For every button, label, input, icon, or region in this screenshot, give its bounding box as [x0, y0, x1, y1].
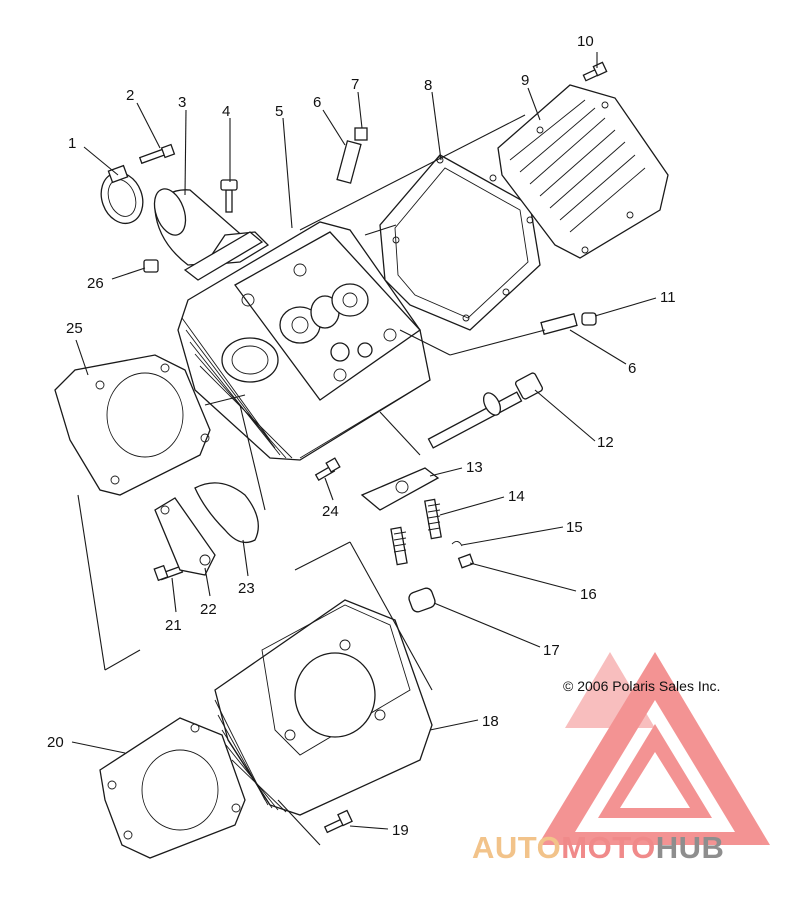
leader-lines: [71, 52, 657, 846]
callout-10: 10: [577, 33, 594, 50]
hose-clamp: [100, 164, 144, 225]
callout-9: 9: [521, 72, 529, 89]
nut-7: [354, 127, 368, 141]
callout-6: 6: [313, 94, 321, 111]
gasket-13: [360, 467, 440, 511]
intake-boot: [153, 188, 270, 266]
callout-12: 12: [597, 434, 614, 451]
base-gasket: [99, 717, 246, 859]
bolt-4: [220, 179, 238, 213]
watermark-triangle-logo: [538, 652, 770, 845]
tensioner-gasket: [194, 482, 259, 544]
cylinder-head: [177, 221, 431, 461]
cylinder-fins: [214, 699, 287, 813]
copyright-text: © 2006 Polaris Sales Inc.: [563, 678, 720, 694]
bolt-21: [153, 564, 184, 582]
callout-4: 4: [222, 103, 230, 120]
callout-2: 2: [126, 87, 134, 104]
callout-7: 7: [351, 76, 359, 93]
bolt-10: [582, 61, 608, 82]
callout-20: 20: [47, 734, 64, 751]
callout-11: 11: [660, 289, 676, 306]
callout-labels: 1 2 3 4 5 6 7 8 9 10 11 6 12 13 14 15 16…: [47, 33, 676, 839]
bolt-2: [138, 143, 176, 165]
callout-25: 25: [66, 320, 83, 337]
callout-26: 26: [87, 275, 104, 292]
callout-21: 21: [165, 617, 182, 634]
clip-15: [451, 541, 463, 547]
valve-cover-gasket: [379, 154, 541, 331]
callout-3: 3: [178, 94, 186, 111]
spring-14: [424, 498, 442, 540]
camshaft: [279, 283, 369, 344]
callout-15: 15: [566, 519, 583, 536]
bolt-24: [314, 457, 341, 481]
head-bolt-12: [427, 372, 543, 449]
callout-17: 17: [543, 642, 560, 659]
callout-14: 14: [508, 488, 525, 505]
callout-5: 5: [275, 103, 283, 120]
callout-23: 23: [238, 580, 255, 597]
tensioner-body: [154, 497, 216, 576]
callout-22: 22: [200, 601, 217, 618]
nut-16: [457, 553, 475, 569]
callout-8: 8: [424, 77, 432, 94]
intake-gasket: [183, 231, 264, 281]
callout-1: 1: [68, 135, 76, 152]
spring-14b: [390, 526, 408, 566]
callout-13: 13: [466, 459, 483, 476]
callout-19: 19: [392, 822, 409, 839]
watermark-moto: MOTO: [561, 830, 655, 865]
watermark-brand-text: AUTOMOTOHUB: [472, 830, 724, 865]
bolt-19: [323, 809, 353, 834]
watermark-auto: AUTO: [472, 830, 561, 865]
dowel-pin-6: [336, 140, 362, 184]
head-gasket: [54, 354, 211, 496]
callout-16: 16: [580, 586, 597, 603]
callout-24: 24: [322, 503, 339, 520]
dowel-17: [408, 587, 436, 613]
watermark-hub: HUB: [656, 830, 725, 865]
valve-cover: [497, 84, 669, 259]
callout-18: 18: [482, 713, 499, 730]
plug-11: [581, 312, 597, 326]
plug-26: [143, 259, 159, 273]
cylinder: [214, 599, 433, 816]
dowel-pin-6b: [540, 313, 578, 335]
callout-6b: 6: [628, 360, 636, 377]
